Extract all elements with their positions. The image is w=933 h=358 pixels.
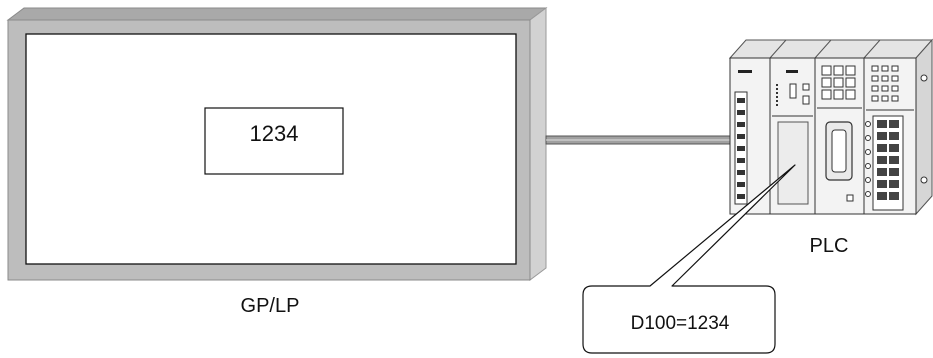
gp-lp-label: GP/LP bbox=[241, 295, 300, 317]
plc-label: PLC bbox=[810, 235, 849, 257]
plc-right-side bbox=[915, 38, 933, 216]
numeric-display-value: 1234 bbox=[250, 121, 299, 146]
callout-text: D100=1234 bbox=[631, 313, 730, 334]
connection-cable bbox=[545, 135, 733, 145]
gp-lp-panel: 1234 bbox=[6, 7, 548, 281]
plc-comm-module bbox=[814, 57, 865, 215]
plc-power-module bbox=[729, 57, 771, 215]
plc-cpu-module bbox=[769, 57, 816, 215]
numeric-display-box bbox=[204, 107, 344, 175]
plc-io-module bbox=[863, 57, 917, 215]
plc-unit bbox=[728, 38, 933, 216]
callout-bubble bbox=[582, 164, 796, 354]
plc-top-surface bbox=[728, 39, 933, 59]
panel-bevel-top bbox=[6, 7, 548, 21]
panel-bevel-right bbox=[529, 7, 547, 281]
register-callout: D100=1234 bbox=[582, 164, 796, 354]
